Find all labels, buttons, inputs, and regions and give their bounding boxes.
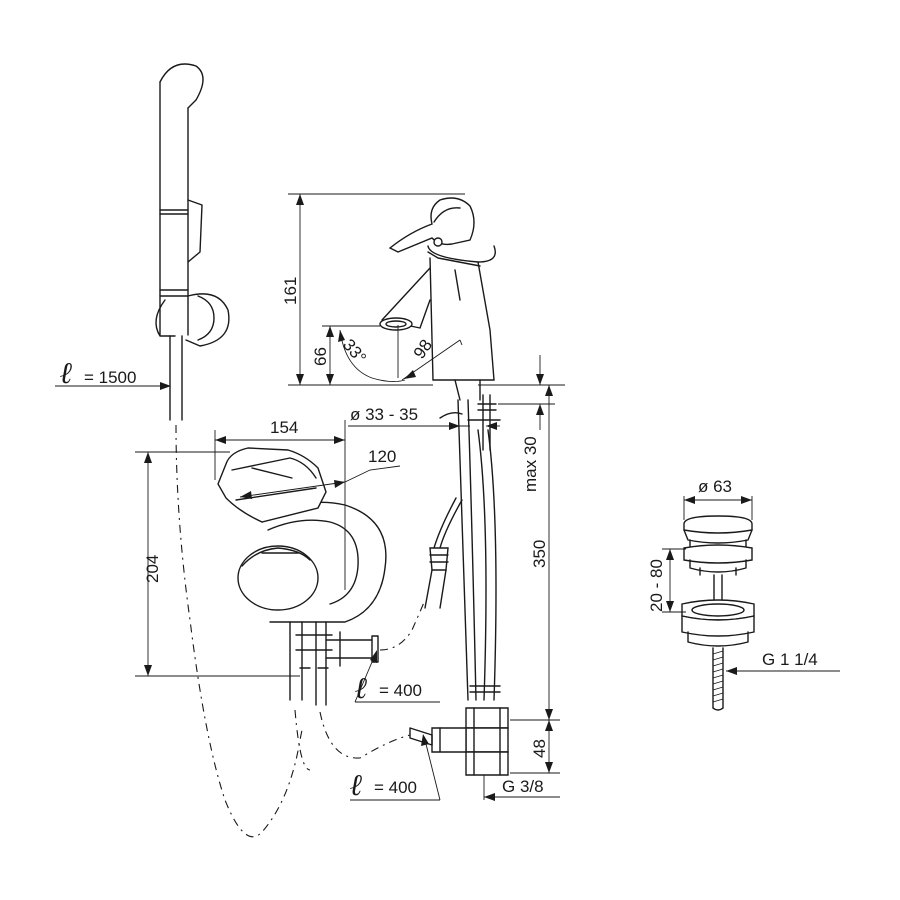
dimension-label: = 1500: [84, 368, 136, 387]
dimension-label: 48: [530, 739, 549, 758]
dimension-label: ø 63: [698, 477, 732, 496]
dimension-thread-g114: G 1 1/4: [726, 650, 840, 675]
dimension-label: 350: [530, 540, 549, 568]
dimension-label: ø 33 - 35: [350, 405, 418, 424]
dimension-label: G 3/8: [502, 777, 544, 796]
dimension-max-30: max 30: [478, 355, 565, 492]
dimension-label: 161: [281, 277, 300, 305]
pop-up-waste: [681, 515, 755, 711]
dimension-hose-400-a: ℓ = 400: [354, 650, 440, 706]
dimension-204: 204: [135, 451, 300, 677]
hand-shower: [155, 63, 303, 838]
ell-symbol: ℓ: [60, 356, 73, 391]
dimension-154: 154: [214, 418, 346, 480]
dimension-thread-g38: G 3/8: [483, 775, 560, 801]
dimension-66: 66: [311, 325, 380, 385]
ell-symbol: ℓ: [350, 768, 363, 803]
basin-mixer-tap: [379, 197, 509, 776]
dimension-label: = 400: [374, 778, 417, 797]
dimension-label: 20 - 80: [647, 559, 666, 612]
ell-symbol: ℓ: [355, 671, 368, 706]
dimension-label: max 30: [521, 436, 540, 492]
dimension-label: = 400: [379, 681, 422, 700]
dimension-48: 48: [510, 720, 560, 774]
dimension-label: 204: [143, 555, 162, 583]
dimension-label: 154: [270, 418, 298, 437]
dimension-161: 161: [281, 193, 465, 386]
dimension-label: G 1 1/4: [762, 650, 818, 669]
dimension-label: 120: [368, 447, 396, 466]
dimension-120: 120: [239, 447, 401, 590]
dimension-hose-1500: ℓ = 1500: [55, 356, 171, 391]
dimension-waste-range: 20 - 80: [647, 548, 686, 613]
dimension-350: 350: [510, 385, 560, 721]
dimension-angle-33: 33°: [338, 325, 463, 383]
dimension-label: 66: [311, 347, 330, 366]
dimension-hole-diameter: ø 33 - 35: [348, 405, 500, 430]
thermostatic-valve: [217, 447, 426, 771]
dimension-hose-400-b: ℓ = 400: [350, 734, 441, 803]
dimension-waste-diameter: ø 63: [683, 477, 753, 520]
